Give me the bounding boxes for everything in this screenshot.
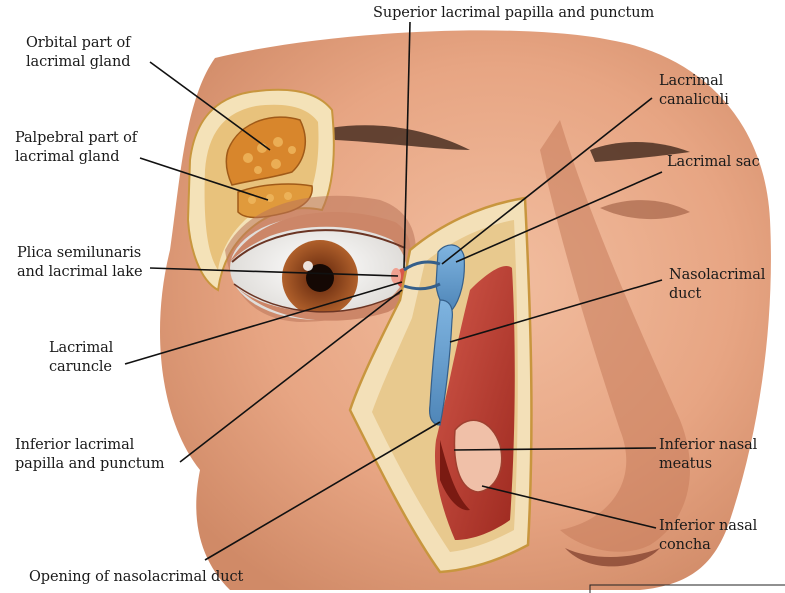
label-palpebral-part: Palpebral part of lacrimal gland	[15, 129, 137, 167]
label-plica: Plica semilunaris and lacrimal lake	[17, 244, 142, 282]
eye-highlight	[303, 261, 313, 271]
label-inferior-concha: Inferior nasal concha	[659, 517, 757, 555]
label-canaliculi: Lacrimal canaliculi	[659, 72, 729, 110]
label-opening: Opening of nasolacrimal duct	[29, 568, 243, 587]
label-nasolacrimal-duct: Nasolacrimal duct	[669, 266, 765, 304]
label-orbital-part: Orbital part of lacrimal gland	[26, 34, 130, 72]
label-caruncle: Lacrimal caruncle	[49, 339, 113, 377]
label-inferior-papilla: Inferior lacrimal papilla and punctum	[15, 436, 164, 474]
label-sac: Lacrimal sac	[667, 153, 760, 172]
label-superior-papilla: Superior lacrimal papilla and punctum	[373, 4, 654, 23]
label-inferior-meatus: Inferior nasal meatus	[659, 436, 757, 474]
